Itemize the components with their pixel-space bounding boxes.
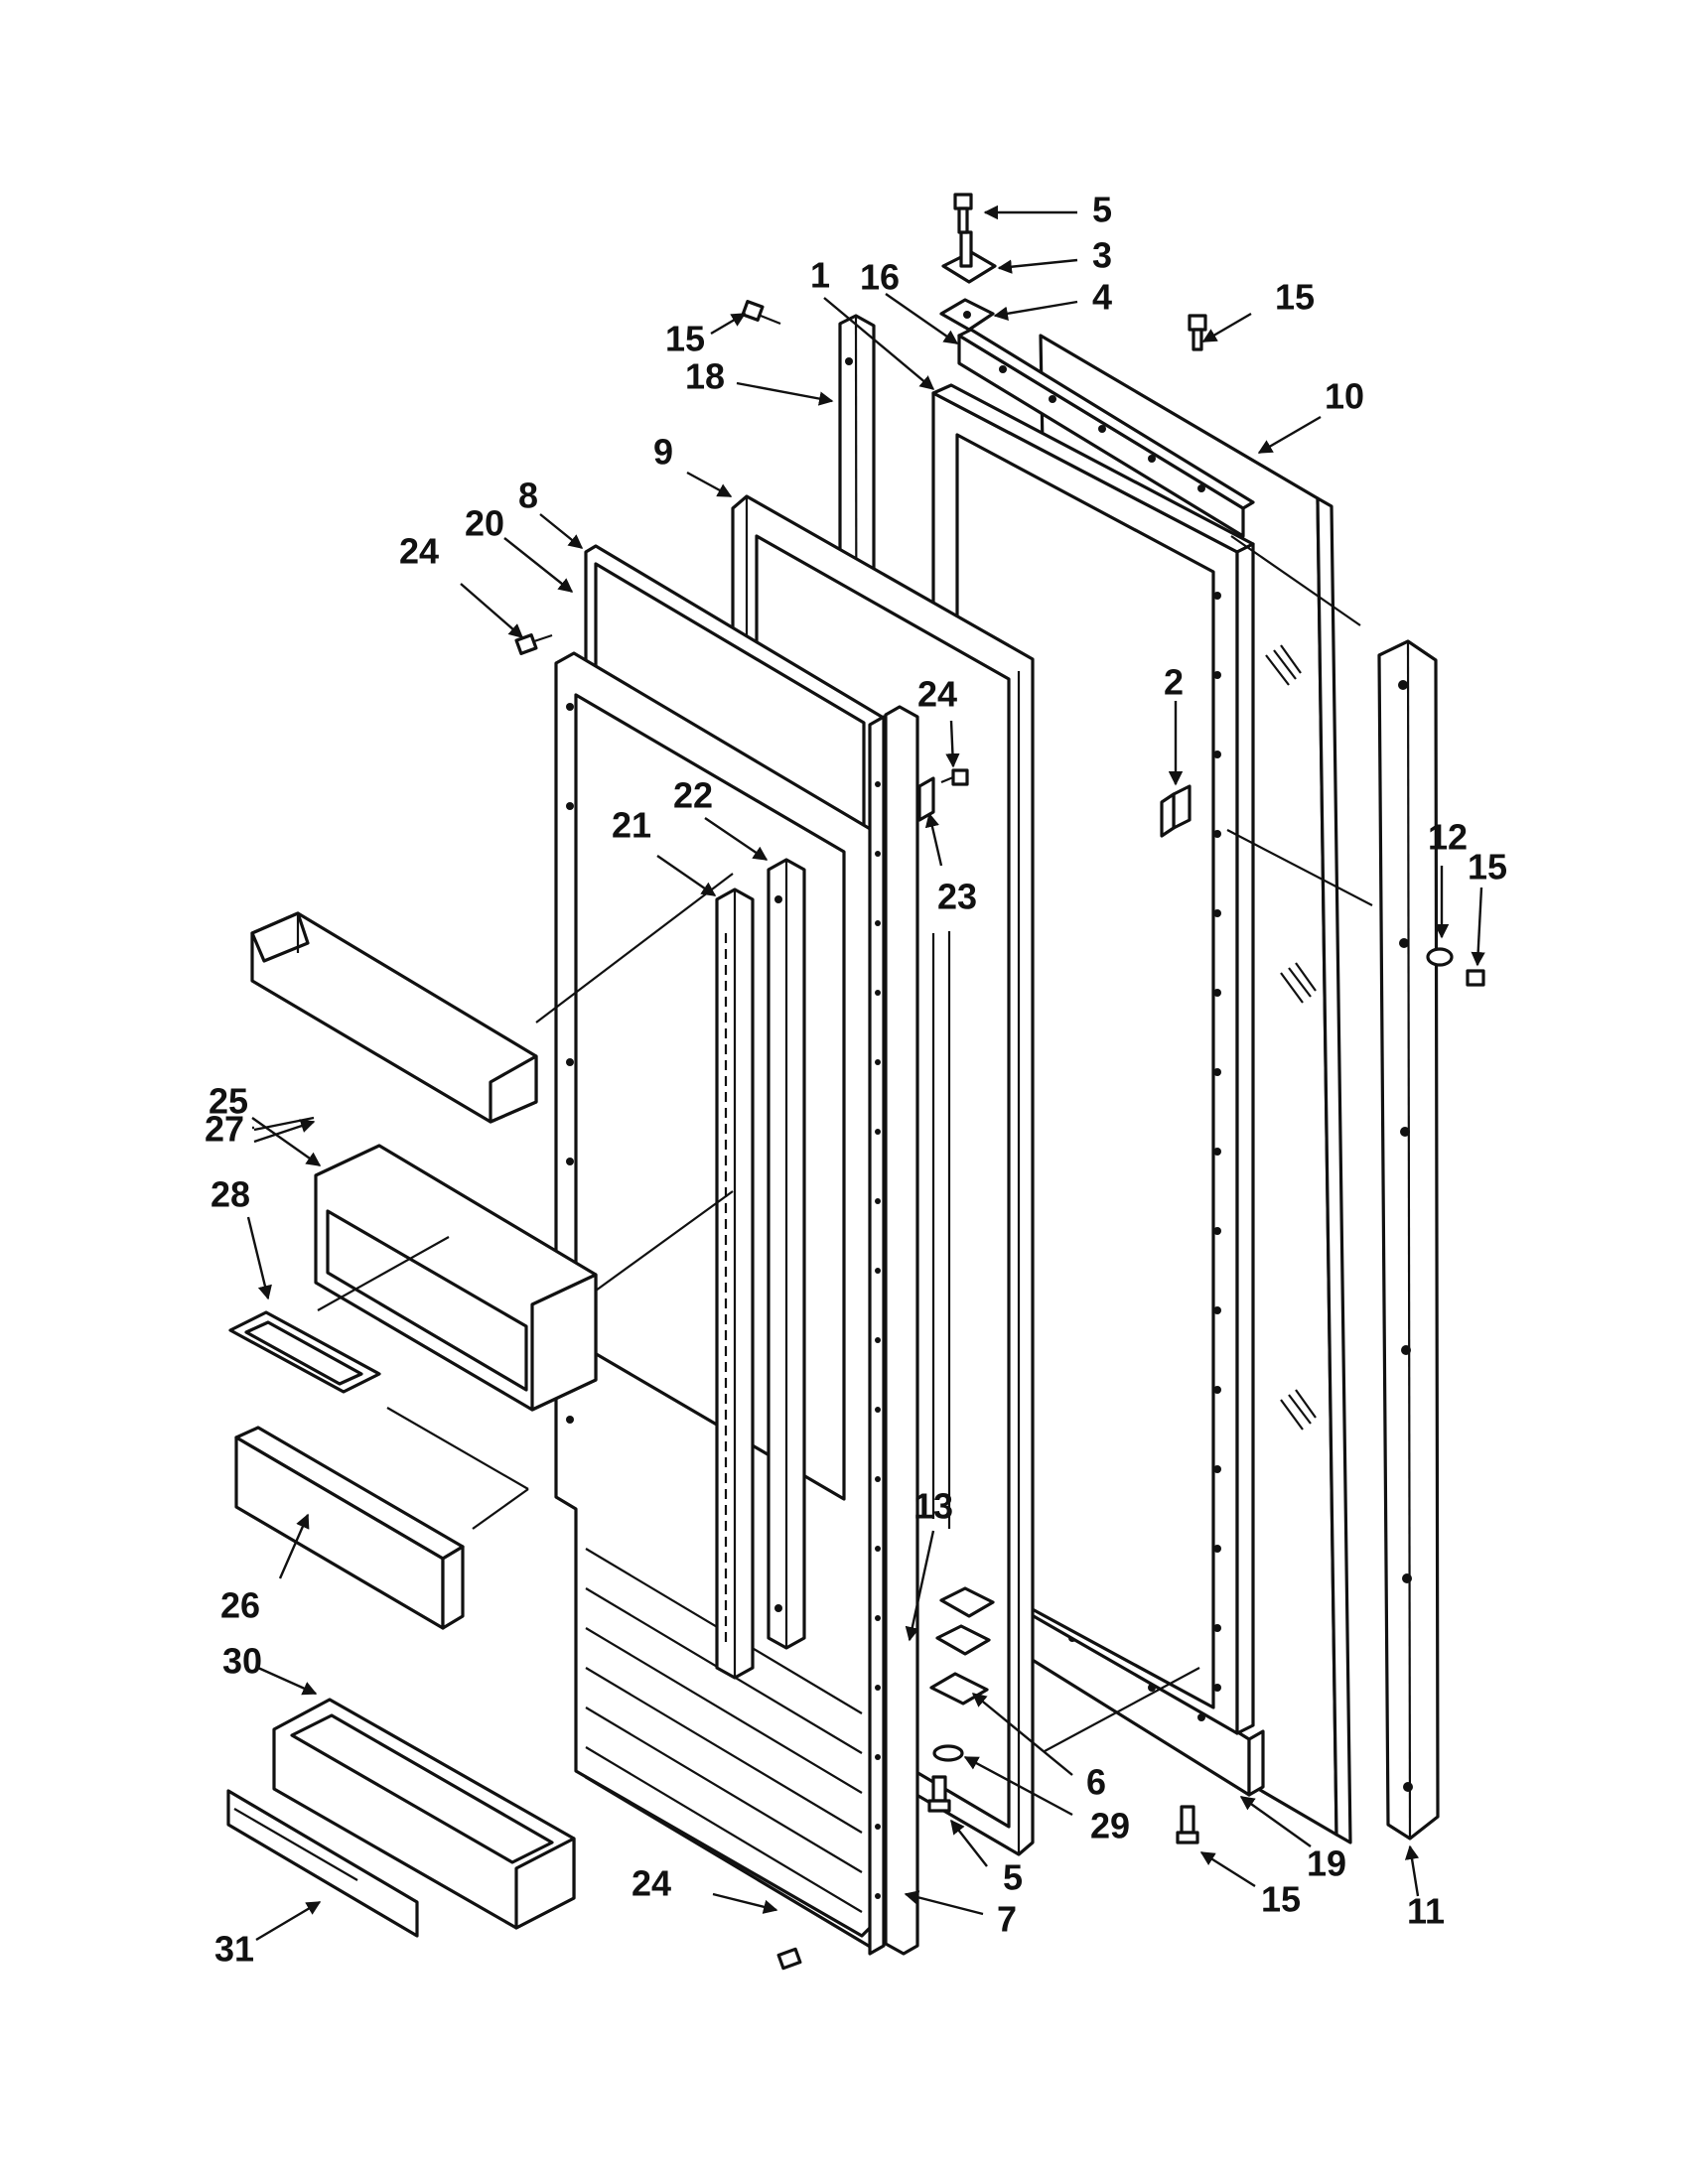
hinge-washer-part [932,1744,964,1762]
leader-lines [246,205,1485,1942]
callout-3: 3 [1092,235,1112,276]
callout-24-c: 24 [632,1863,671,1904]
door-bin-25-part [314,1144,598,1412]
callout-6: 6 [1086,1762,1106,1803]
callout-28: 28 [210,1174,250,1215]
door-clip-part [1160,784,1192,838]
projection-lines [317,535,1373,1752]
callout-24-a: 24 [399,531,439,572]
callout-8: 8 [518,476,538,516]
callout-18: 18 [685,356,725,397]
callout-11: 11 [1407,1891,1445,1932]
callout-4: 4 [1092,277,1112,318]
door-shelf-27-part [250,911,538,1124]
callout-21: 21 [612,805,651,846]
callout-13: 13 [913,1486,953,1527]
callout-29: 29 [1090,1806,1130,1846]
callout-15-d: 15 [1261,1879,1301,1920]
callout-16: 16 [860,257,900,298]
callout-22: 22 [673,775,713,816]
door-shelf-26-part [234,1426,465,1630]
callout-23: 23 [937,877,977,917]
shelf-rail-right-part [767,858,806,1650]
door-bin-30-part [272,1698,576,1930]
callout-2: 2 [1164,662,1184,703]
screw-15-right [1426,947,1485,987]
callout-30: 30 [222,1641,262,1682]
top-hinge-part [941,230,997,284]
hinge-shim-part [939,298,995,332]
shelf-rail-left-part [715,887,755,1680]
screw-15-upper-left [741,300,781,326]
side-trim-strip-part [1377,639,1440,1841]
screw-5-bottom [927,1775,951,1813]
callout-24-b: 24 [917,674,957,715]
callout-15-a: 15 [665,319,705,359]
bottom-hinge-part [929,1586,995,1706]
callout-25: 25 [209,1081,248,1122]
screw-24-bottom [776,1947,802,1971]
callout-12: 12 [1428,817,1468,858]
screw-15-bottom [1176,1805,1199,1844]
callout-9: 9 [653,432,673,473]
callout-1: 1 [810,255,830,296]
bin-trim-31-part [226,1789,419,1938]
hinge-side-strip-part [884,705,919,1956]
callout-26: 26 [220,1585,260,1626]
screw-24-upper [514,633,553,655]
butter-tray-28-part [228,1310,381,1394]
callout-27: 27 [205,1109,244,1150]
callout-10: 10 [1325,376,1364,417]
top-door-channel-part [957,328,1255,538]
callout-5-bottom: 5 [1003,1857,1023,1898]
callout-20: 20 [465,503,504,544]
callout-15-b: 15 [1275,277,1315,318]
callout-31: 31 [214,1929,254,1970]
callout-labels: 5 3 4 1 16 15 15 18 10 9 8 20 24 2 24 22… [205,190,1507,1970]
callout-19: 19 [1307,1843,1346,1884]
door-stop-part [917,776,935,822]
screw-15-upper-right [1188,314,1207,351]
callout-5-top: 5 [1092,190,1112,230]
callout-15-c: 15 [1468,847,1507,887]
screw-24-middle [940,768,969,786]
screw-top-hinge [953,193,973,234]
callout-7: 7 [997,1899,1017,1940]
